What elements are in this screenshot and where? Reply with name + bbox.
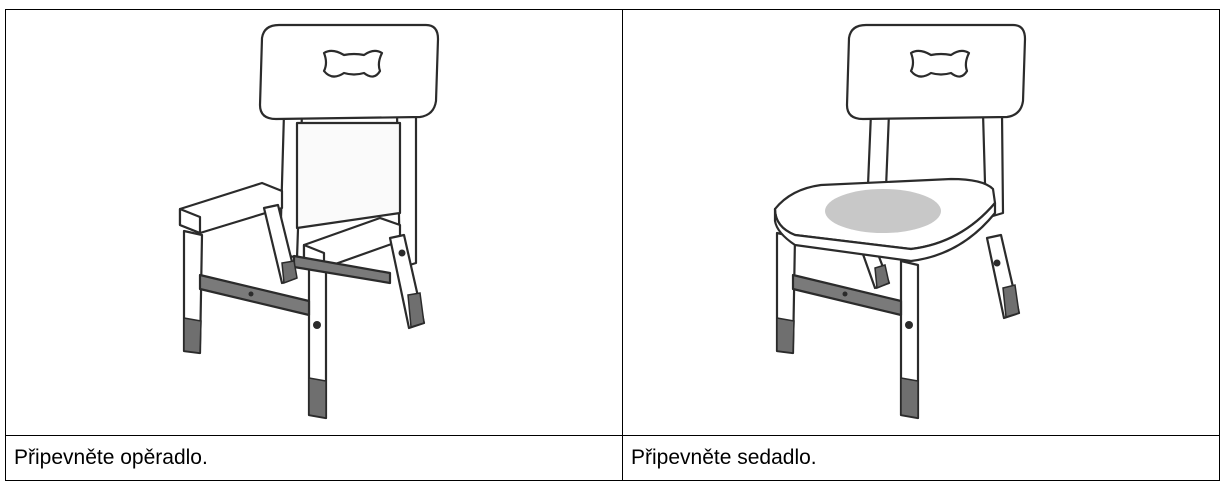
caption-row: Připevněte opěradlo. Připevněte sedadlo. [5, 435, 1220, 481]
illustration-row [5, 9, 1220, 436]
step-2-illustration-cell [622, 9, 1220, 436]
step-2-caption: Připevněte sedadlo. [622, 435, 1220, 481]
chair-without-seat-icon [178, 23, 440, 419]
step-1-caption: Připevněte opěradlo. [5, 435, 623, 481]
assembly-steps-table: Připevněte opěradlo. Připevněte sedadlo. [5, 9, 1220, 481]
step-1-illustration-cell [5, 9, 623, 436]
chair-with-seat-icon [773, 23, 1027, 419]
